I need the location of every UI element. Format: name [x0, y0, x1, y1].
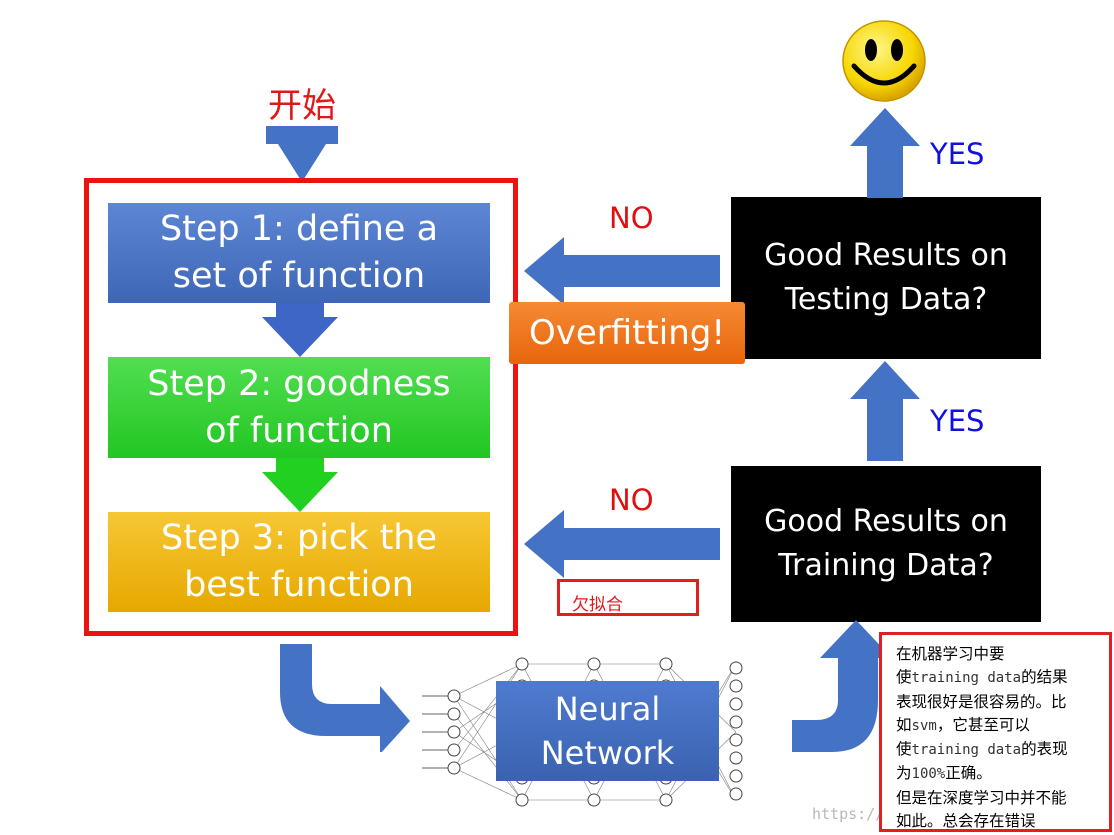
step-2-line1: Step 2: goodness — [147, 363, 451, 404]
underfitting-box: 欠拟合 — [557, 579, 699, 616]
steps-frame — [84, 178, 518, 636]
overfitting-label: Overfitting! — [528, 313, 726, 353]
step-2-line2: of function — [205, 410, 393, 451]
start-arrow — [256, 126, 338, 182]
no-arrow-top — [524, 237, 720, 305]
step-1-line2: set of function — [172, 256, 426, 296]
no-label-top: NO — [609, 201, 654, 235]
note-line-8: 如此。总会存在错误 — [896, 812, 1036, 831]
step-1-line1: Step 1: define a — [159, 209, 439, 249]
training-line1: Good Results on — [764, 504, 1008, 539]
yes-label-mid: YES — [930, 404, 985, 438]
step-1-box: Step 1: define a set of function — [108, 203, 490, 303]
training-decision-box: Good Results on Training Data? — [731, 466, 1041, 622]
training-line2: Training Data? — [778, 548, 994, 583]
neural-network-line1: Neural — [554, 690, 661, 728]
testing-line2: Testing Data? — [784, 282, 988, 317]
underfitting-label: 欠拟合 — [572, 595, 623, 615]
note-line-4: 如svm，它甚至可以 — [896, 715, 1030, 734]
note-line-2: 使training data的结果 — [896, 668, 1068, 687]
step-2-box: Step 2: goodness of function — [108, 357, 490, 458]
no-arrow-bottom — [524, 510, 720, 578]
neural-network-box: Neural Network — [496, 681, 719, 781]
step-1-to-2-arrow — [262, 303, 338, 357]
smiley-face-icon — [842, 20, 926, 102]
step-2-to-3-arrow — [262, 458, 338, 512]
note-line-6: 为100%正确。 — [896, 764, 992, 783]
note-line-3: 表现很好是很容易的。比 — [896, 692, 1067, 711]
yes-label-top: YES — [930, 137, 985, 171]
yes-up-arrow-mid — [850, 361, 920, 461]
testing-decision-box: Good Results on Testing Data? — [731, 197, 1041, 359]
note-line-1: 在机器学习中要 — [896, 645, 1005, 663]
overfitting-badge: Overfitting! — [509, 302, 745, 364]
step-3-line1: Step 3: pick the — [160, 518, 438, 558]
testing-line1: Good Results on — [764, 238, 1008, 273]
neural-network-line2: Network — [540, 734, 675, 772]
step-3-box: Step 3: pick the best function — [108, 512, 490, 612]
note-line-7: 但是在深度学习中并不能 — [896, 788, 1067, 807]
yes-up-arrow-top — [850, 108, 920, 198]
start-label: 开始 — [268, 86, 336, 126]
curved-arrow-to-network — [280, 644, 410, 752]
curved-arrow-to-training — [792, 620, 892, 752]
step-3-line2: best function — [184, 565, 414, 605]
note-box: 在机器学习中要使training data的结果表现很好是很容易的。比如svm，… — [879, 632, 1112, 832]
note-line-5: 使training data的表现 — [896, 740, 1068, 759]
no-label-bottom: NO — [609, 483, 654, 517]
